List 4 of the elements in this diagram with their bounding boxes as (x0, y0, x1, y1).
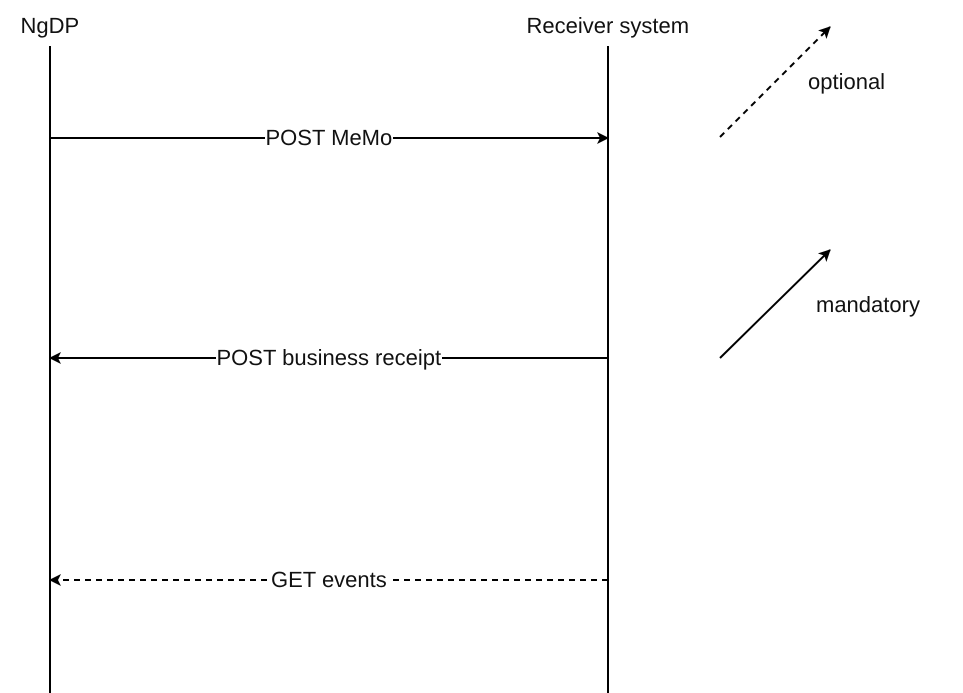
legend-text: optional (808, 68, 886, 96)
participant-label: NgDP (20, 12, 80, 40)
legend-text: mandatory (816, 291, 920, 319)
participant-label: Receiver system (526, 12, 690, 40)
